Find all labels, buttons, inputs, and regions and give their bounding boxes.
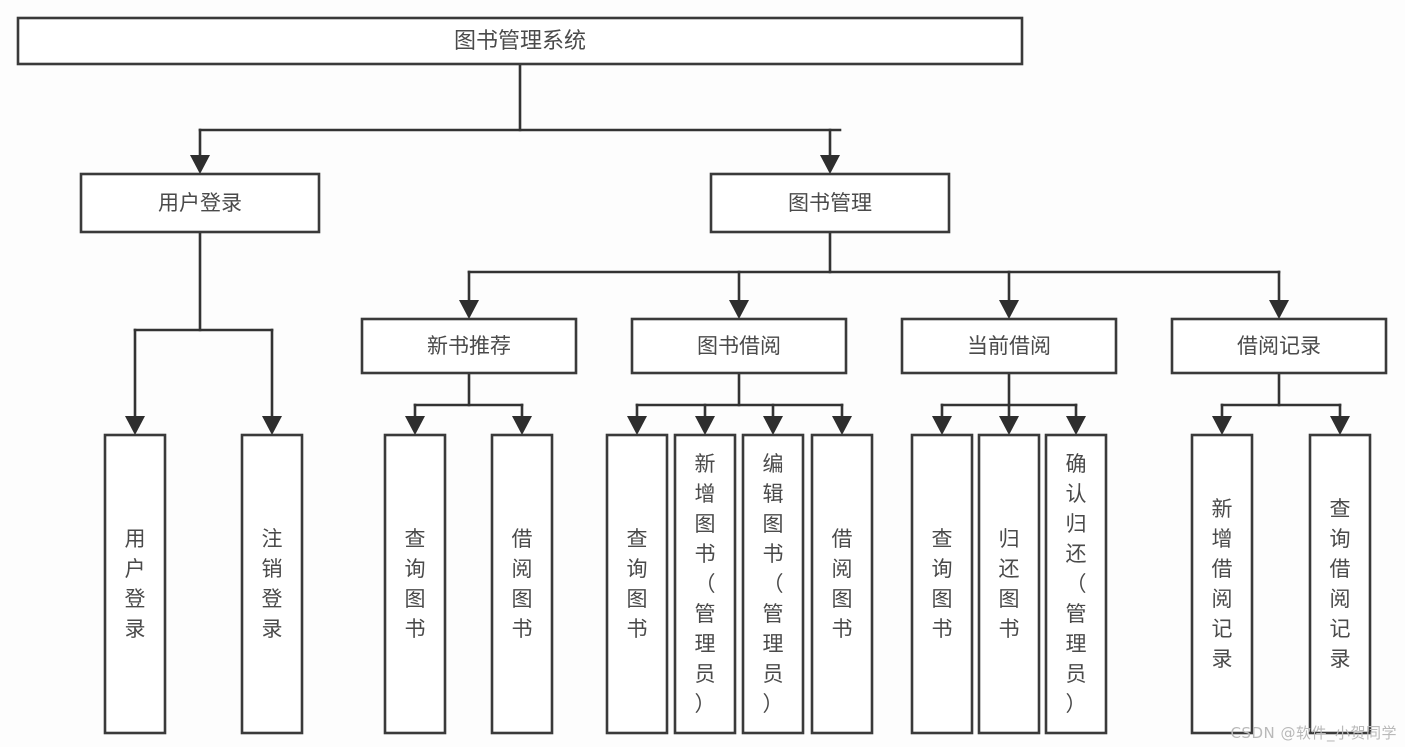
root-box[interactable]: [16, 16, 1024, 66]
leaf-box[interactable]: [1308, 433, 1372, 735]
arrow-nbr-c1: [405, 416, 425, 435]
leaf-label: 注销登录: [262, 527, 283, 641]
connectors: [125, 62, 1350, 435]
leaf-label: 查询图书: [405, 527, 426, 641]
arrow-ul-c2: [262, 416, 282, 435]
arrow-ul-c1: [125, 416, 145, 435]
leaf-user-login-2[interactable]: 注销登录: [240, 433, 304, 735]
arrow-nbr-c2: [512, 416, 532, 435]
arrow-bb-c2: [695, 416, 715, 435]
leaf-current-borrow-1[interactable]: 查询图书: [910, 433, 974, 735]
leaf-box[interactable]: [741, 433, 805, 735]
node-borrow-record[interactable]: 借阅记录: [1170, 317, 1388, 375]
arrow-bb-c3: [763, 416, 783, 435]
arrow-bb-c1: [627, 416, 647, 435]
leaf-box[interactable]: [673, 433, 737, 735]
book-borrow-label: 图书借阅: [697, 334, 781, 358]
leaf-box[interactable]: [977, 433, 1041, 735]
new-book-recommend-label: 新书推荐: [427, 334, 511, 358]
arrow-l3-c1: [459, 300, 479, 319]
leaf-label: 借阅图书: [512, 527, 533, 641]
leaf-book-borrow-3[interactable]: 编辑图书（管理员）: [741, 433, 805, 735]
leaf-label: 新增图书（管理员）: [695, 452, 716, 716]
leaf-box[interactable]: [605, 433, 669, 735]
arrow-br-c1: [1212, 416, 1232, 435]
arrow-user-login: [190, 155, 210, 174]
arrow-br-c2: [1330, 416, 1350, 435]
node-book-management[interactable]: 图书管理: [709, 172, 951, 234]
csdn-watermark: CSDN @软件_小贺同学: [1230, 724, 1397, 742]
node-root[interactable]: 图书管理系统: [16, 16, 1024, 66]
leaf-box[interactable]: [103, 433, 167, 735]
book-borrow-box[interactable]: [630, 317, 848, 375]
leaf-book-borrow-2[interactable]: 新增图书（管理员）: [673, 433, 737, 735]
leaf-book-borrow-4[interactable]: 借阅图书: [810, 433, 874, 735]
leaf-current-borrow-2[interactable]: 归还图书: [977, 433, 1041, 735]
leaf-box[interactable]: [1190, 433, 1254, 735]
arrow-cb-c1: [932, 416, 952, 435]
leaf-label: 编辑图书（管理员）: [763, 452, 784, 716]
leaf-label: 借阅图书: [832, 527, 853, 641]
current-borrow-box[interactable]: [900, 317, 1118, 375]
leaf-box[interactable]: [910, 433, 974, 735]
leaf-box[interactable]: [1044, 433, 1108, 735]
arrow-cb-c2: [999, 416, 1019, 435]
arrow-bb-c4: [832, 416, 852, 435]
new-book-recommend-box[interactable]: [360, 317, 578, 375]
leaf-box[interactable]: [383, 433, 447, 735]
book-management-label: 图书管理: [788, 191, 872, 215]
root-label: 图书管理系统: [454, 29, 586, 54]
borrow-record-box[interactable]: [1170, 317, 1388, 375]
borrow-record-label: 借阅记录: [1237, 334, 1321, 358]
leaf-borrow-record-2[interactable]: 查询借阅记录: [1308, 433, 1372, 735]
leaf-label: 查询借阅记录: [1330, 497, 1351, 671]
leaf-borrow-record-1[interactable]: 新增借阅记录: [1190, 433, 1254, 735]
leaf-label: 用户登录: [125, 527, 146, 641]
user-login-box[interactable]: [79, 172, 321, 234]
node-current-borrow[interactable]: 当前借阅: [900, 317, 1118, 375]
leaf-book-borrow-1[interactable]: 查询图书: [605, 433, 669, 735]
leaf-nodes: 用户登录 注销登录 查询图书 借阅图书 查询图书 新增图书: [103, 433, 1372, 735]
arrow-book-mgmt: [820, 155, 840, 174]
node-user-login[interactable]: 用户登录: [79, 172, 321, 234]
leaf-box[interactable]: [240, 433, 304, 735]
leaf-box[interactable]: [490, 433, 554, 735]
node-book-borrow[interactable]: 图书借阅: [630, 317, 848, 375]
current-borrow-label: 当前借阅: [967, 334, 1051, 358]
user-login-label: 用户登录: [158, 191, 242, 215]
leaf-new-book-recommend-2[interactable]: 借阅图书: [490, 433, 554, 735]
leaf-new-book-recommend-1[interactable]: 查询图书: [383, 433, 447, 735]
leaf-label: 确认归还（管理员）: [1066, 452, 1087, 716]
leaf-current-borrow-3[interactable]: 确认归还（管理员）: [1044, 433, 1108, 735]
leaf-user-login-1[interactable]: 用户登录: [103, 433, 167, 735]
leaf-box[interactable]: [810, 433, 874, 735]
book-management-box[interactable]: [709, 172, 951, 234]
arrow-cb-c3: [1066, 416, 1086, 435]
leaf-label: 归还图书: [999, 527, 1020, 641]
arrow-l3-c4: [1269, 300, 1289, 319]
leaf-label: 新增借阅记录: [1212, 497, 1233, 671]
arrow-l3-c2: [729, 300, 749, 319]
leaf-label: 查询图书: [932, 527, 953, 641]
arrow-l3-c3: [999, 300, 1019, 319]
node-new-book-recommend[interactable]: 新书推荐: [360, 317, 578, 375]
leaf-label: 查询图书: [627, 527, 648, 641]
